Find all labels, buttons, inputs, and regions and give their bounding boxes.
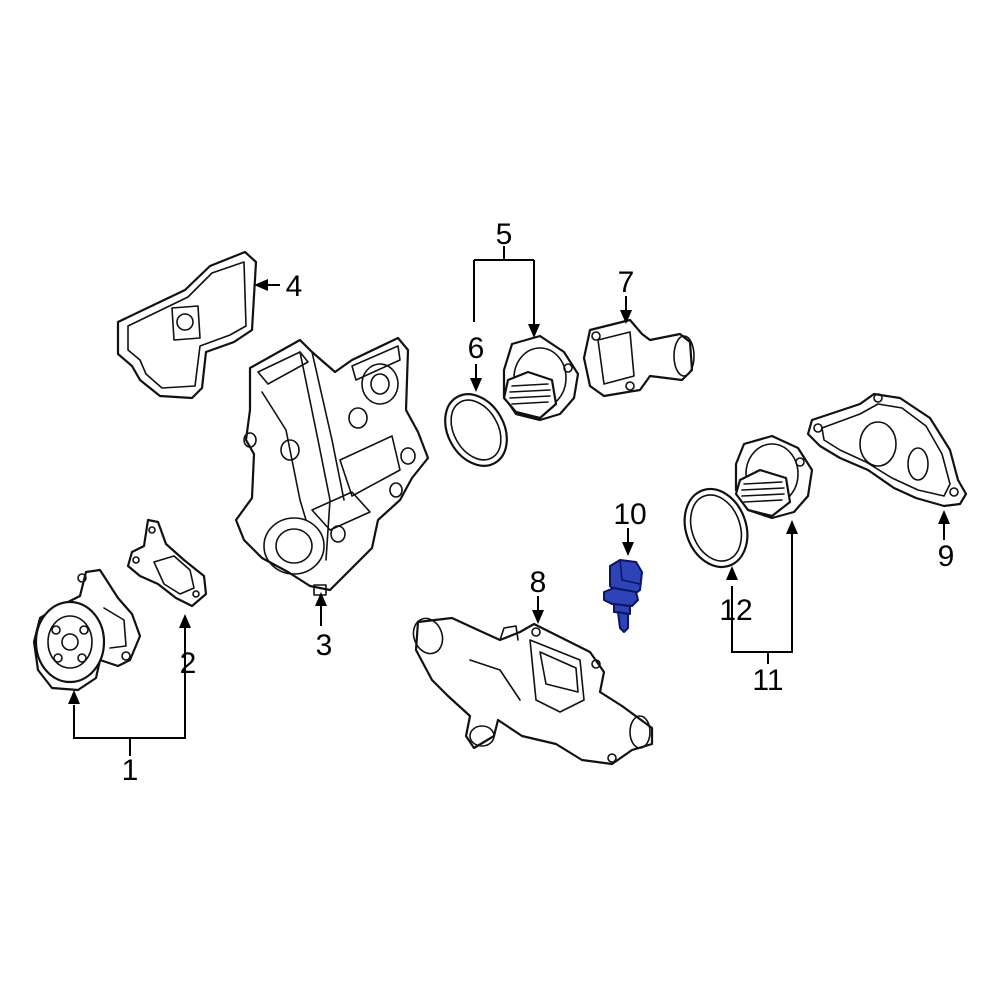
part-4-gasket[interactable]: [116, 250, 258, 400]
part-11-thermostat[interactable]: [734, 434, 814, 520]
part-5-thermostat[interactable]: [502, 334, 580, 422]
part-10-temp-sensor[interactable]: [603, 559, 643, 633]
callout-11: 11: [752, 664, 783, 697]
part-8-housing[interactable]: [409, 614, 654, 766]
callout-10: 10: [613, 498, 646, 531]
leader-lines: [68, 246, 950, 756]
callout-4: 4: [286, 270, 303, 303]
part-1-water-pump[interactable]: [32, 568, 142, 692]
part-7-outlet[interactable]: [582, 318, 695, 398]
part-6-o-ring[interactable]: [433, 383, 519, 477]
callout-7: 7: [618, 266, 635, 299]
part-2-pump-gasket[interactable]: [126, 518, 208, 608]
callout-6: 6: [468, 332, 485, 365]
callout-3: 3: [316, 629, 333, 662]
callout-8: 8: [530, 566, 547, 599]
callout-5: 5: [496, 218, 513, 251]
callout-1: 1: [122, 754, 139, 787]
part-3-timing-cover[interactable]: [234, 336, 430, 596]
part-12-o-ring[interactable]: [674, 480, 758, 576]
part-9-housing-gasket[interactable]: [806, 392, 968, 508]
callout-9: 9: [938, 540, 955, 573]
callout-labels: 1 2 3 4 5 6 7 8 9 10 11 12: [122, 218, 955, 787]
callout-2: 2: [180, 647, 197, 680]
callout-12: 12: [719, 594, 752, 627]
